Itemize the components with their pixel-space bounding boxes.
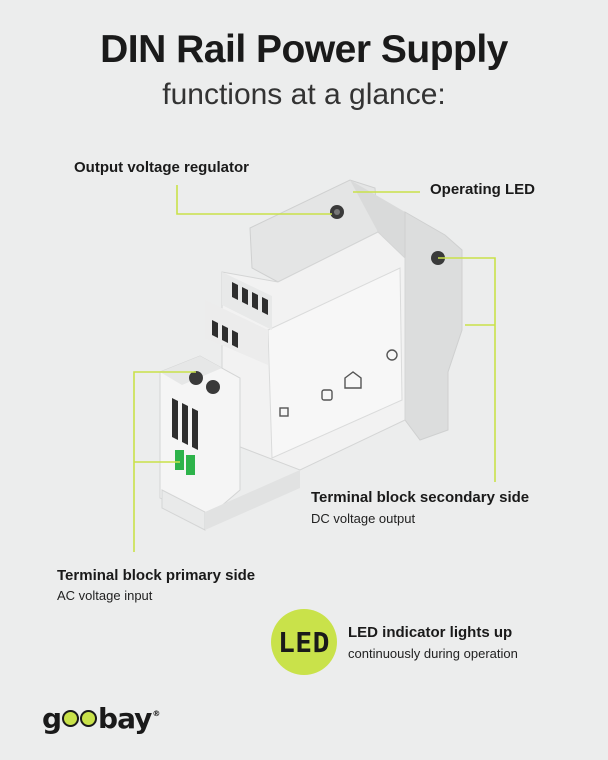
primary-terminal-label: Terminal block primary side	[57, 567, 256, 584]
led-badge-icon: LED	[271, 609, 337, 675]
page-subtitle: functions at a glance:	[162, 78, 446, 111]
primary-terminal-desc: AC voltage input	[57, 588, 153, 603]
secondary-terminal-label: Terminal block secondary side	[311, 489, 530, 506]
led-feature-title: LED indicator lights up	[348, 624, 513, 641]
output-voltage-regulator-label: Output voltage regulator	[74, 159, 250, 176]
secondary-terminal-desc: DC voltage output	[311, 511, 416, 526]
led-feature-desc: continuously during operation	[348, 646, 518, 661]
page-title: DIN Rail Power Supply	[100, 28, 508, 71]
operating-led-label: Operating LED	[430, 181, 536, 198]
